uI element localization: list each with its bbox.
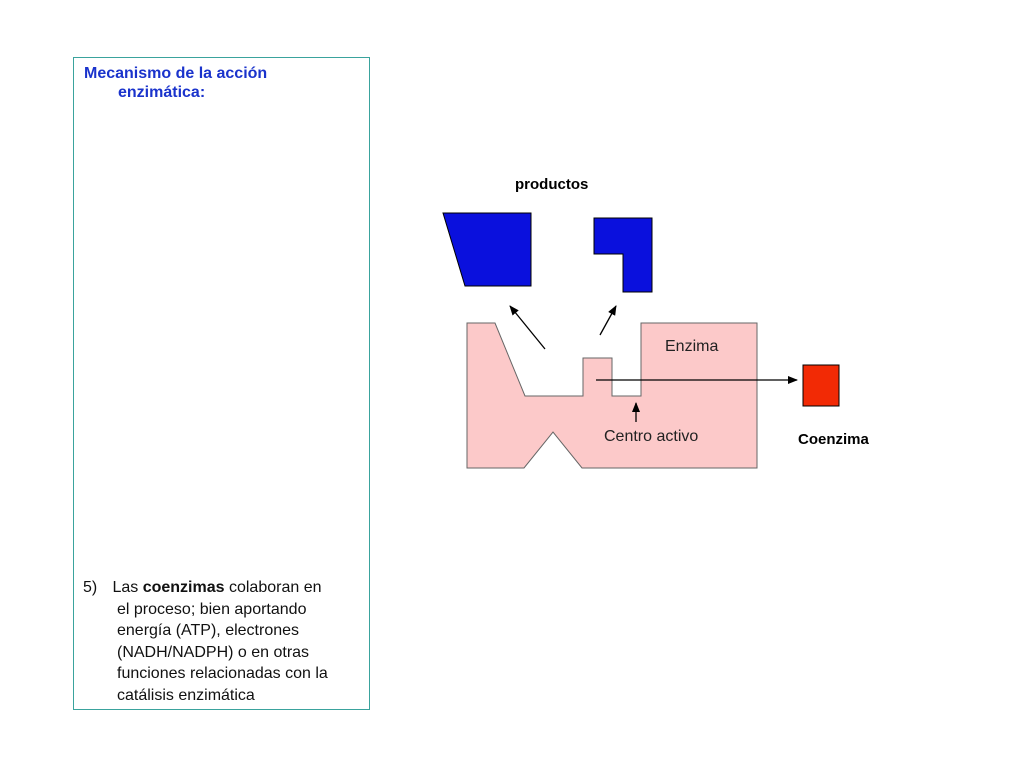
item-line-1: el proceso; bien aportando — [117, 600, 307, 618]
arrow-to-product-2 — [599, 305, 617, 336]
item-line-5: catálisis enzimática — [117, 686, 255, 704]
product-shape-1 — [442, 212, 532, 287]
enzyme-label: Enzima — [665, 338, 718, 355]
enzyme-shape — [466, 322, 758, 469]
arrow-to-product-1 — [509, 305, 546, 350]
item-line-3: (NADH/NADPH) o en otras — [117, 643, 310, 661]
item-line-2: energía (ATP), electrones — [117, 622, 300, 639]
panel-heading-line2: enzimática: — [118, 84, 206, 101]
panel-body-item-5: 5) Las coenzimas colaboran en el proceso… — [83, 577, 367, 706]
item-bold-term: coenzimas — [142, 579, 225, 596]
coenzyme-label: Coenzima — [798, 431, 870, 448]
coenzyme-shape — [802, 364, 840, 407]
item-number: 5) — [83, 579, 98, 596]
product-shape-2 — [593, 217, 653, 293]
text-panel: Mecanismo de la acción enzimática: 5) La… — [73, 57, 370, 710]
products-label: productos — [515, 176, 588, 193]
item-after-bold: colaboran en — [228, 579, 322, 596]
panel-heading-line1: Mecanismo de la acción — [84, 65, 268, 82]
panel-heading: Mecanismo de la acción enzimática: — [84, 64, 364, 102]
item-intro: Las — [112, 579, 139, 596]
active-site-label: Centro activo — [604, 428, 698, 445]
item-line-4: funciones relacionadas con la — [117, 665, 328, 682]
